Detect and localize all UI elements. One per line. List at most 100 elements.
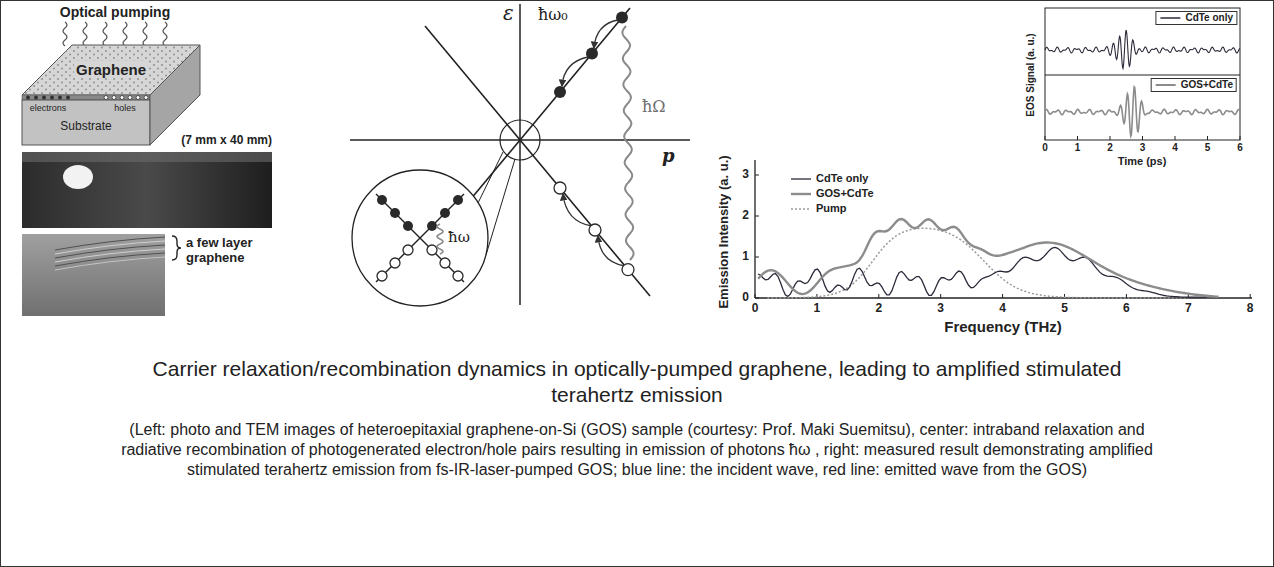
illustration-part <box>754 160 755 298</box>
legend-text: CdTe only <box>816 172 868 185</box>
illustration-part <box>1110 136 1111 140</box>
illustration-part <box>63 165 93 189</box>
illustration-part <box>136 96 140 100</box>
layer-label: a few layer graphene <box>186 236 278 266</box>
illustration-part <box>755 298 759 299</box>
emission-chart <box>755 8 1252 298</box>
illustration-part <box>103 22 107 46</box>
axis-label: ε <box>503 2 514 25</box>
illustration-part <box>150 45 200 145</box>
pumping-label: Optical pumping <box>60 4 170 20</box>
illustration-part <box>554 182 566 194</box>
illustration-part <box>22 234 165 316</box>
illustration-part <box>500 120 540 160</box>
illustration-part <box>1240 136 1241 140</box>
tem-image <box>22 234 165 316</box>
tick-label: 6 <box>1237 142 1243 154</box>
illustration-part <box>26 96 30 100</box>
illustration-part <box>440 258 450 268</box>
legend-text: GOS+CdTe <box>1181 79 1233 91</box>
illustration-part <box>143 22 147 46</box>
illustration-part <box>50 96 54 100</box>
illustration-part <box>1045 136 1046 140</box>
illustration-part <box>144 96 148 100</box>
illustration-part <box>1077 136 1078 140</box>
illustration-part <box>112 96 116 100</box>
tick-label: 1 <box>742 250 749 264</box>
illustration-part <box>120 96 124 100</box>
hole-dots <box>377 182 634 281</box>
energy-label: ħω <box>448 229 470 246</box>
chart-axes <box>755 160 1252 298</box>
graphene-slab <box>22 45 200 145</box>
legend-line-sample <box>790 190 812 198</box>
illustration-part <box>1126 294 1127 298</box>
tick-label: 5 <box>1205 142 1211 154</box>
illustration-part <box>589 224 601 236</box>
illustration-part <box>1142 136 1143 140</box>
illustration-part <box>403 245 413 255</box>
pump-waves <box>63 22 167 46</box>
illustration-part <box>453 271 463 281</box>
figure-caption: (Left: photo and TEM images of heteroepi… <box>117 420 1157 480</box>
legend-line <box>791 178 811 179</box>
illustration-part <box>755 175 759 176</box>
legend-text: Pump <box>816 202 847 215</box>
illustration-part <box>519 4 521 305</box>
legend-line <box>791 192 811 194</box>
bracket <box>172 236 181 260</box>
tick-label: 8 <box>1247 302 1254 316</box>
legend-line <box>791 208 811 210</box>
tick-label: 3 <box>1140 142 1146 154</box>
carrier-label: holes <box>114 103 136 113</box>
illustration-part <box>66 96 70 100</box>
illustration-part <box>390 208 400 218</box>
illustration-part <box>377 195 387 205</box>
illustration-part <box>1207 136 1208 140</box>
axis-title: Time (ps) <box>1118 155 1167 168</box>
electron-dots <box>377 12 628 231</box>
gos-curve <box>758 219 1219 297</box>
photon-wave <box>437 224 443 254</box>
illustration-part <box>55 245 165 258</box>
illustration-part <box>598 236 625 266</box>
layer-label: Graphene <box>74 61 148 78</box>
tick-label: 5 <box>1061 302 1068 316</box>
illustration-part <box>1250 294 1251 298</box>
illustration-part <box>22 152 272 228</box>
photon-wave <box>622 26 633 260</box>
sample-photo <box>22 152 272 228</box>
legend-text: GOS+CdTe <box>816 187 874 200</box>
axis-title: Frequency (THz) <box>944 318 1062 335</box>
legend-item: GOS+CdTe <box>790 187 874 200</box>
illustration-part <box>123 22 127 46</box>
illustration-part <box>478 152 503 203</box>
tick-label: 3 <box>937 302 944 316</box>
illustration-part <box>1045 8 1240 140</box>
illustration-part <box>390 258 400 268</box>
tick-label: 2 <box>1107 142 1113 154</box>
illustration-part <box>440 208 450 218</box>
illustration-part <box>163 22 167 46</box>
illustration-part <box>878 294 879 298</box>
tick-label: 6 <box>1123 302 1130 316</box>
illustration-part <box>586 48 598 60</box>
legend-line <box>1156 84 1176 86</box>
illustration-part <box>1175 136 1176 140</box>
dimension-label: (7 mm x 40 mm) <box>181 134 272 148</box>
illustration-part <box>55 237 165 250</box>
illustration-part <box>55 249 165 262</box>
illustration-part <box>616 12 628 24</box>
illustration-part <box>83 22 87 46</box>
illustration-part <box>55 257 165 270</box>
axis-label: p <box>662 146 675 167</box>
illustration-part <box>104 96 148 100</box>
illustration-part <box>486 159 515 255</box>
illustration-part <box>755 216 759 217</box>
illustration-part <box>755 294 756 298</box>
legend-item: CdTe only <box>790 172 868 185</box>
figure-title: Carrier relaxation/recombination dynamic… <box>137 356 1137 409</box>
illustration-part <box>128 96 132 100</box>
illustration-part <box>940 294 941 298</box>
